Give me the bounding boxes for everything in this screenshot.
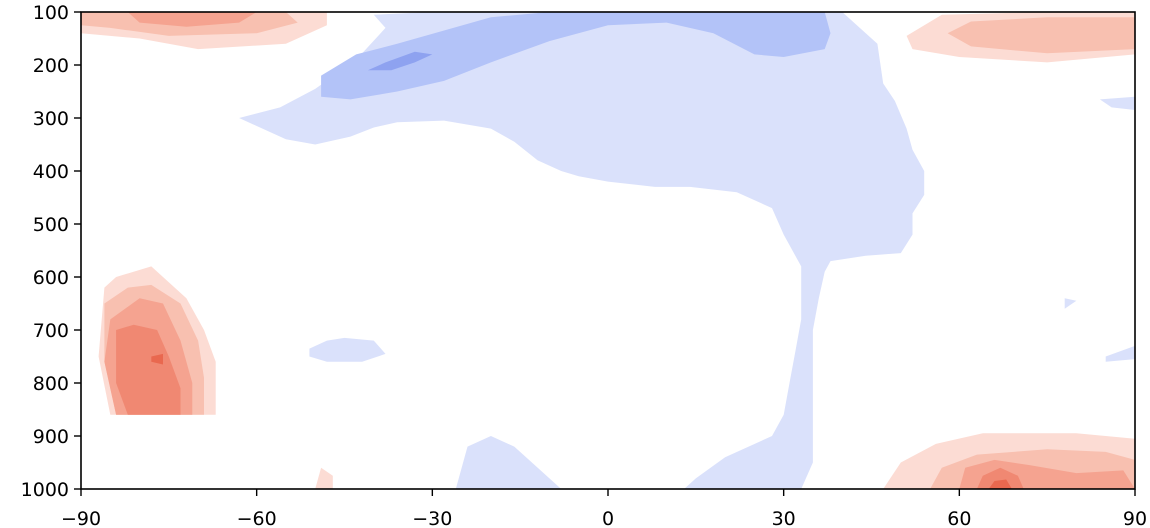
y-tick-label: 900	[33, 426, 69, 448]
y-tick-label: 1000	[21, 479, 69, 501]
x-tick-label: 30	[772, 508, 796, 528]
contour-region-neg0-1	[1099, 96, 1135, 110]
contour-region-pos2-17	[127, 12, 257, 27]
contour-region-pos4-23	[988, 479, 1012, 489]
x-tick-label: 0	[602, 508, 614, 528]
y-tick-label: 600	[33, 267, 69, 289]
y-tick-label: 100	[33, 2, 69, 24]
contour-region-neg0-0	[239, 12, 925, 489]
contour-region-neg0-5	[1064, 298, 1077, 309]
contour-region-pos3-20	[116, 324, 181, 415]
contour-region-pos0-11	[315, 467, 333, 489]
contour-region-neg0-3	[455, 436, 562, 489]
contour-region-pos3-21	[976, 467, 1024, 489]
contour-region-neg1-6	[321, 12, 831, 100]
x-tick-label: 60	[947, 508, 971, 528]
y-tick-label: 300	[33, 108, 69, 130]
axis-ticks-layer: −90 −60 −30 0 30 60 90 100 200 300 400 500 600 700 800…	[21, 2, 1147, 528]
x-tick-label: 90	[1123, 508, 1147, 528]
y-tick-label: 500	[33, 214, 69, 236]
y-tick-label: 800	[33, 373, 69, 395]
contour-region-neg0-2	[309, 337, 386, 362]
contour-fill-layer	[81, 12, 1135, 489]
contour-region-pos1-14	[947, 17, 1135, 54]
contour-region-neg2-7	[367, 51, 433, 71]
y-tick-label: 400	[33, 161, 69, 183]
x-tick-label: −30	[412, 508, 452, 528]
x-tick-label: −60	[237, 508, 277, 528]
contour-region-neg0-4	[1105, 345, 1135, 362]
y-tick-label: 700	[33, 320, 69, 342]
contour-region-pos4-22	[151, 353, 163, 365]
y-tick-label: 200	[33, 55, 69, 77]
x-tick-label: −90	[61, 508, 101, 528]
